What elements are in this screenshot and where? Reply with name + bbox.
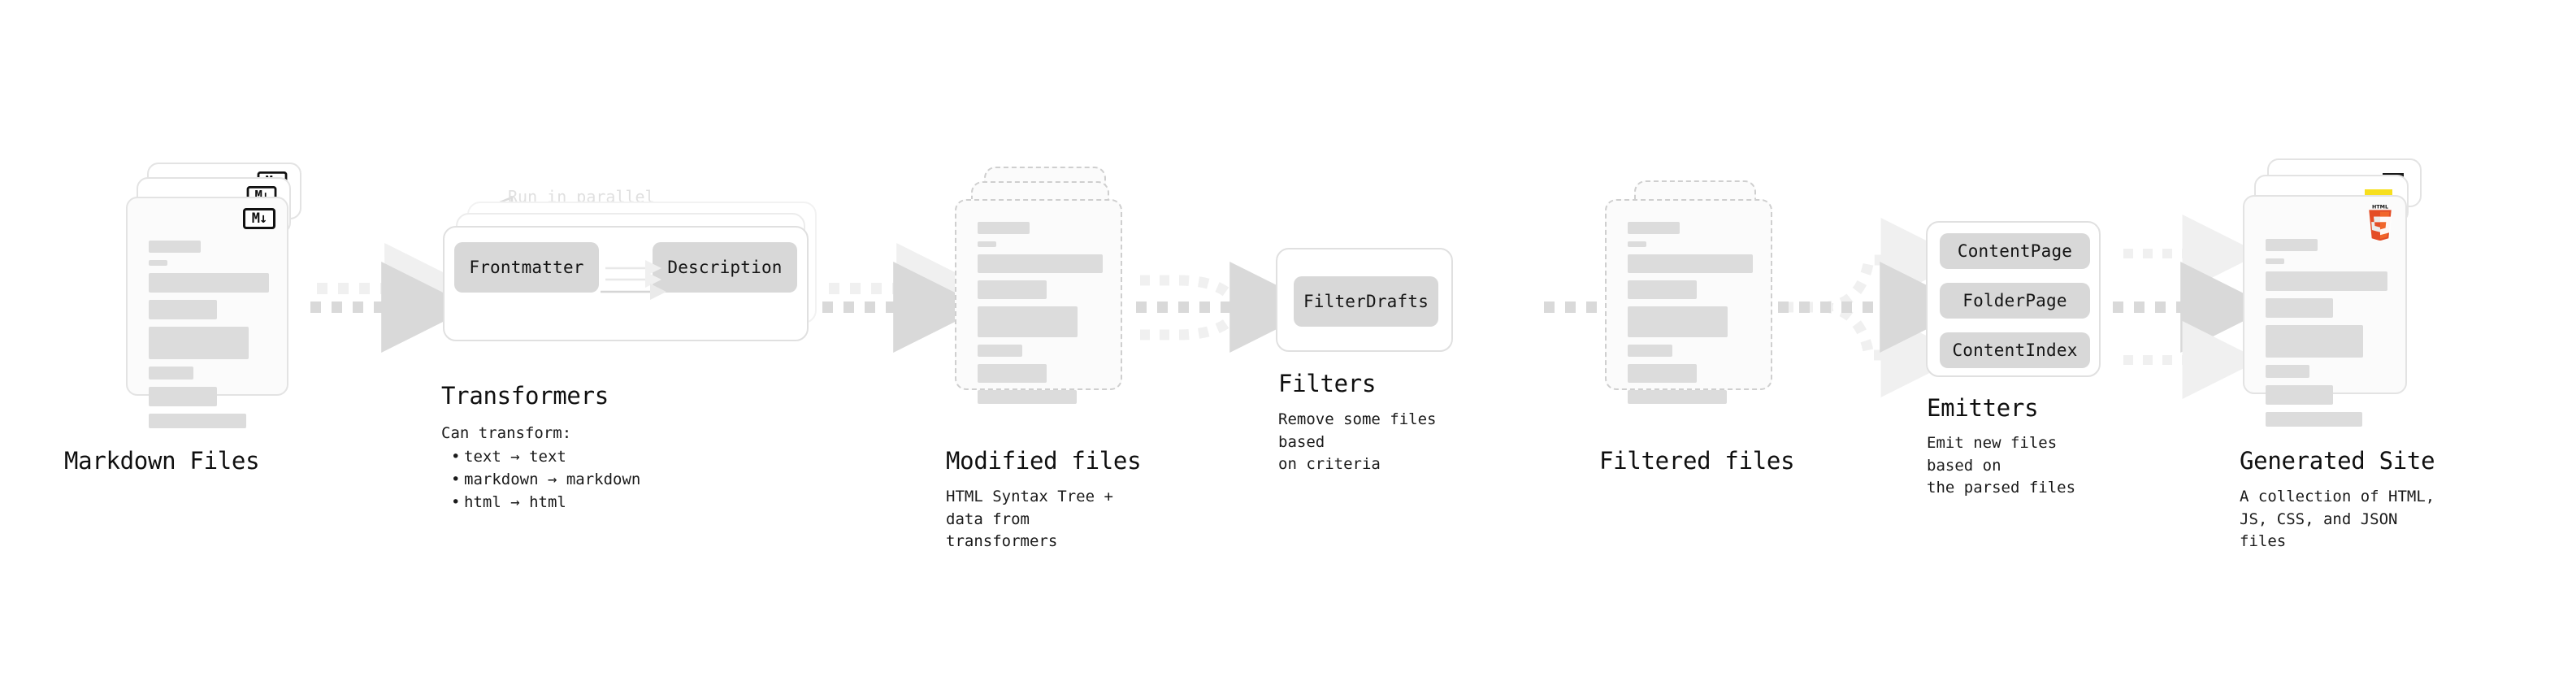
stage-emitters: ContentPage FolderPage ContentIndex Emit… xyxy=(1926,221,2101,497)
stage-filtered-files: Filtered files xyxy=(1599,180,1795,475)
emitter-pill-contentindex[interactable]: ContentIndex xyxy=(1940,332,2090,368)
html5-shield-icon: HTML xyxy=(2369,203,2392,241)
transformer-card-stack: Frontmatter Description xyxy=(443,187,833,341)
bullet-item: •markdown → markdown xyxy=(451,471,641,489)
transformer-pill-description[interactable]: Description xyxy=(653,242,797,293)
stage-title-emitters: Emitters xyxy=(1927,394,2039,422)
emitter-pill-contentpage[interactable]: ContentPage xyxy=(1940,233,2090,269)
stage-title-filters: Filters xyxy=(1278,370,1377,397)
transformer-inner-arrows xyxy=(601,260,666,300)
stage-title-filtered-files: Filtered files xyxy=(1599,447,1795,475)
stage-generated-site: HTML G xyxy=(2240,158,2438,550)
connector-filtered-to-emitters xyxy=(1778,218,1971,397)
filters-subtitle: Remove some files based on criteria xyxy=(1278,410,1437,474)
document-placeholder-lines xyxy=(2266,239,2387,434)
markdown-icon: M↓ xyxy=(243,208,275,229)
filters-box[interactable]: FilterDrafts xyxy=(1276,248,1453,352)
modified-file-stack xyxy=(955,167,1142,410)
stage-title-markdown-files: Markdown Files xyxy=(64,447,260,475)
emitters-box[interactable]: ContentPage FolderPage ContentIndex xyxy=(1926,221,2101,377)
emitters-subtitle: Emit new files based on the parsed files xyxy=(1927,434,2076,497)
bullet-item: •text → text xyxy=(451,448,566,466)
filtered-card-front[interactable] xyxy=(1605,199,1772,404)
connector-md-to-transformers xyxy=(310,243,476,353)
html5-icon: HTML xyxy=(2365,203,2396,241)
stage-filters: FilterDrafts Filters Remove some files b… xyxy=(1276,248,1453,473)
transformer-card-front[interactable]: Frontmatter Description xyxy=(443,226,809,341)
document-placeholder-lines xyxy=(1628,222,1753,411)
markdown-card-front[interactable]: M↓ xyxy=(126,197,288,428)
bullet-item: •html → html xyxy=(451,493,566,512)
stage-modified-files: Modified files HTML Syntax Tree + data f… xyxy=(946,167,1142,550)
transformers-bullet-list: •text → text •markdown → markdown •html … xyxy=(451,445,640,514)
stage-markdown-files: M↓ M↓ M↓ Markdown Files xyxy=(64,163,313,475)
document-placeholder-lines xyxy=(149,241,269,436)
generated-site-stack: HTML xyxy=(2243,158,2438,427)
connector-emitters-to-site xyxy=(2113,215,2272,399)
transformers-subtitle: Can transform: xyxy=(441,424,572,442)
emitter-pill-folderpage[interactable]: FolderPage xyxy=(1940,283,2090,319)
svg-text:HTML: HTML xyxy=(2372,205,2388,210)
document-placeholder-lines xyxy=(978,222,1103,411)
generated-site-subtitle: A collection of HTML, JS, CSS, and JSON … xyxy=(2240,488,2435,551)
modified-card-front[interactable] xyxy=(955,199,1122,404)
markdown-file-stack: M↓ M↓ M↓ xyxy=(126,163,313,428)
connector-modified-to-filters xyxy=(1136,262,1321,353)
filter-pill-filterdrafts[interactable]: FilterDrafts xyxy=(1294,276,1438,327)
transformer-pill-frontmatter[interactable]: Frontmatter xyxy=(454,242,599,293)
generated-card-front[interactable]: HTML xyxy=(2243,195,2407,427)
stage-title-modified-files: Modified files xyxy=(946,447,1142,475)
modified-files-subtitle: HTML Syntax Tree + data from transformer… xyxy=(946,488,1113,551)
stage-title-transformers: Transformers xyxy=(441,382,609,410)
filtered-file-stack xyxy=(1605,180,1792,424)
connector-transformers-to-modified xyxy=(822,243,988,353)
stage-transformers: Run in parallel Frontmatter Description xyxy=(441,187,833,511)
stage-title-generated-site: Generated Site xyxy=(2240,447,2435,475)
